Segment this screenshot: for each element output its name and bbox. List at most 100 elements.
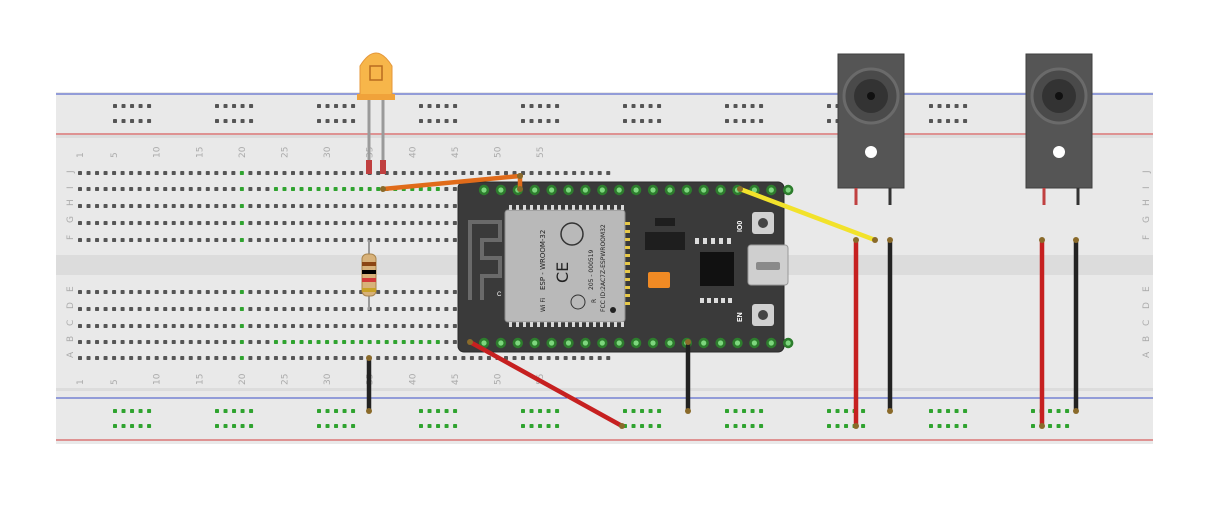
- rail-hole: [742, 409, 747, 413]
- terminal-hole: [291, 187, 295, 191]
- shield-pad: [586, 205, 589, 210]
- terminal-hole: [427, 187, 432, 191]
- rail-hole: [759, 409, 764, 413]
- shield-pad: [523, 322, 526, 327]
- shield-pad: [614, 205, 617, 210]
- terminal-hole: [197, 307, 202, 311]
- terminal-hole: [435, 221, 440, 225]
- terminal-hole: [197, 204, 202, 208]
- rail-hole: [546, 119, 551, 123]
- buzzer-center: [1055, 92, 1063, 100]
- terminal-hole: [256, 340, 261, 344]
- rail-hole: [733, 424, 738, 428]
- recycle-logo-icon: [570, 294, 586, 310]
- terminal-hole: [435, 171, 440, 175]
- rail-hole: [521, 104, 525, 108]
- terminal-hole: [376, 324, 381, 328]
- rail-hole: [937, 119, 942, 123]
- terminal-hole: [469, 356, 474, 360]
- rail-hole: [325, 104, 330, 108]
- terminal-hole: [452, 290, 457, 294]
- terminal-hole: [606, 171, 611, 175]
- terminal-hole: [120, 221, 125, 225]
- terminal-hole: [188, 307, 193, 311]
- rail-hole: [138, 104, 143, 108]
- rail-hole: [937, 409, 942, 413]
- terminal-hole: [163, 307, 168, 311]
- smd-resistor: [707, 298, 711, 303]
- terminal-hole: [291, 171, 295, 175]
- terminal-hole: [222, 204, 227, 208]
- rail-hole: [147, 104, 152, 108]
- terminal-hole: [495, 171, 500, 175]
- rail-hole: [963, 119, 968, 123]
- terminal-hole: [333, 187, 338, 191]
- terminal-hole: [308, 324, 313, 328]
- terminal-hole: [112, 340, 117, 344]
- wire-end: [1039, 423, 1045, 429]
- terminal-hole: [504, 171, 508, 175]
- terminal-hole: [418, 171, 423, 175]
- terminal-hole: [214, 187, 219, 191]
- terminal-hole: [112, 290, 117, 294]
- terminal-hole: [86, 204, 91, 208]
- terminal-hole: [137, 307, 142, 311]
- terminal-hole: [282, 187, 287, 191]
- terminal-hole: [538, 171, 543, 175]
- terminal-hole: [146, 221, 151, 225]
- header-pin-top-hole: [599, 187, 605, 193]
- rail-hole: [546, 104, 551, 108]
- row-letter-right: G: [1142, 216, 1152, 223]
- terminal-hole: [333, 340, 338, 344]
- terminal-hole: [171, 340, 176, 344]
- rail-hole: [147, 409, 152, 413]
- wire-end: [366, 355, 372, 361]
- header-pin-top-hole: [565, 187, 572, 193]
- rail-hole: [1031, 424, 1035, 428]
- rail-hole: [453, 409, 458, 413]
- rail-hole: [215, 104, 219, 108]
- rail-hole: [215, 424, 219, 428]
- regulator-tab: [655, 218, 675, 226]
- terminal-hole: [129, 356, 134, 360]
- side-pad: [625, 246, 630, 249]
- terminal-hole: [512, 171, 517, 175]
- rail-hole: [130, 119, 135, 123]
- terminal-hole: [435, 204, 440, 208]
- terminal-hole: [256, 356, 261, 360]
- terminal-hole: [197, 171, 202, 175]
- terminal-hole: [231, 307, 236, 311]
- rail-hole: [453, 104, 458, 108]
- terminal-hole: [78, 356, 82, 360]
- terminal-hole: [248, 187, 253, 191]
- terminal-hole: [214, 204, 219, 208]
- terminal-hole: [316, 204, 321, 208]
- terminal-hole: [444, 307, 449, 311]
- terminal-hole: [359, 187, 364, 191]
- rail-hole: [232, 409, 237, 413]
- terminal-hole: [163, 290, 168, 294]
- terminal-hole: [376, 290, 381, 294]
- led-body: [359, 52, 393, 97]
- terminal-hole: [342, 204, 347, 208]
- rail-hole: [249, 104, 254, 108]
- terminal-hole: [103, 307, 108, 311]
- smd-resistor: [727, 238, 731, 244]
- terminal-hole: [273, 187, 278, 191]
- yellow-wire: [737, 186, 878, 243]
- terminal-hole: [248, 340, 253, 344]
- terminal-hole: [78, 171, 82, 175]
- terminal-hole: [120, 340, 125, 344]
- terminal-hole: [154, 290, 159, 294]
- terminal-hole: [214, 356, 219, 360]
- rail-hole: [742, 104, 747, 108]
- terminal-hole: [239, 221, 244, 225]
- terminal-hole: [393, 171, 398, 175]
- terminal-hole: [214, 340, 219, 344]
- terminal-hole: [444, 356, 449, 360]
- rail-hole: [334, 104, 339, 108]
- terminal-hole: [299, 221, 304, 225]
- terminal-hole: [418, 204, 423, 208]
- terminal-hole: [171, 187, 176, 191]
- terminal-hole: [401, 221, 406, 225]
